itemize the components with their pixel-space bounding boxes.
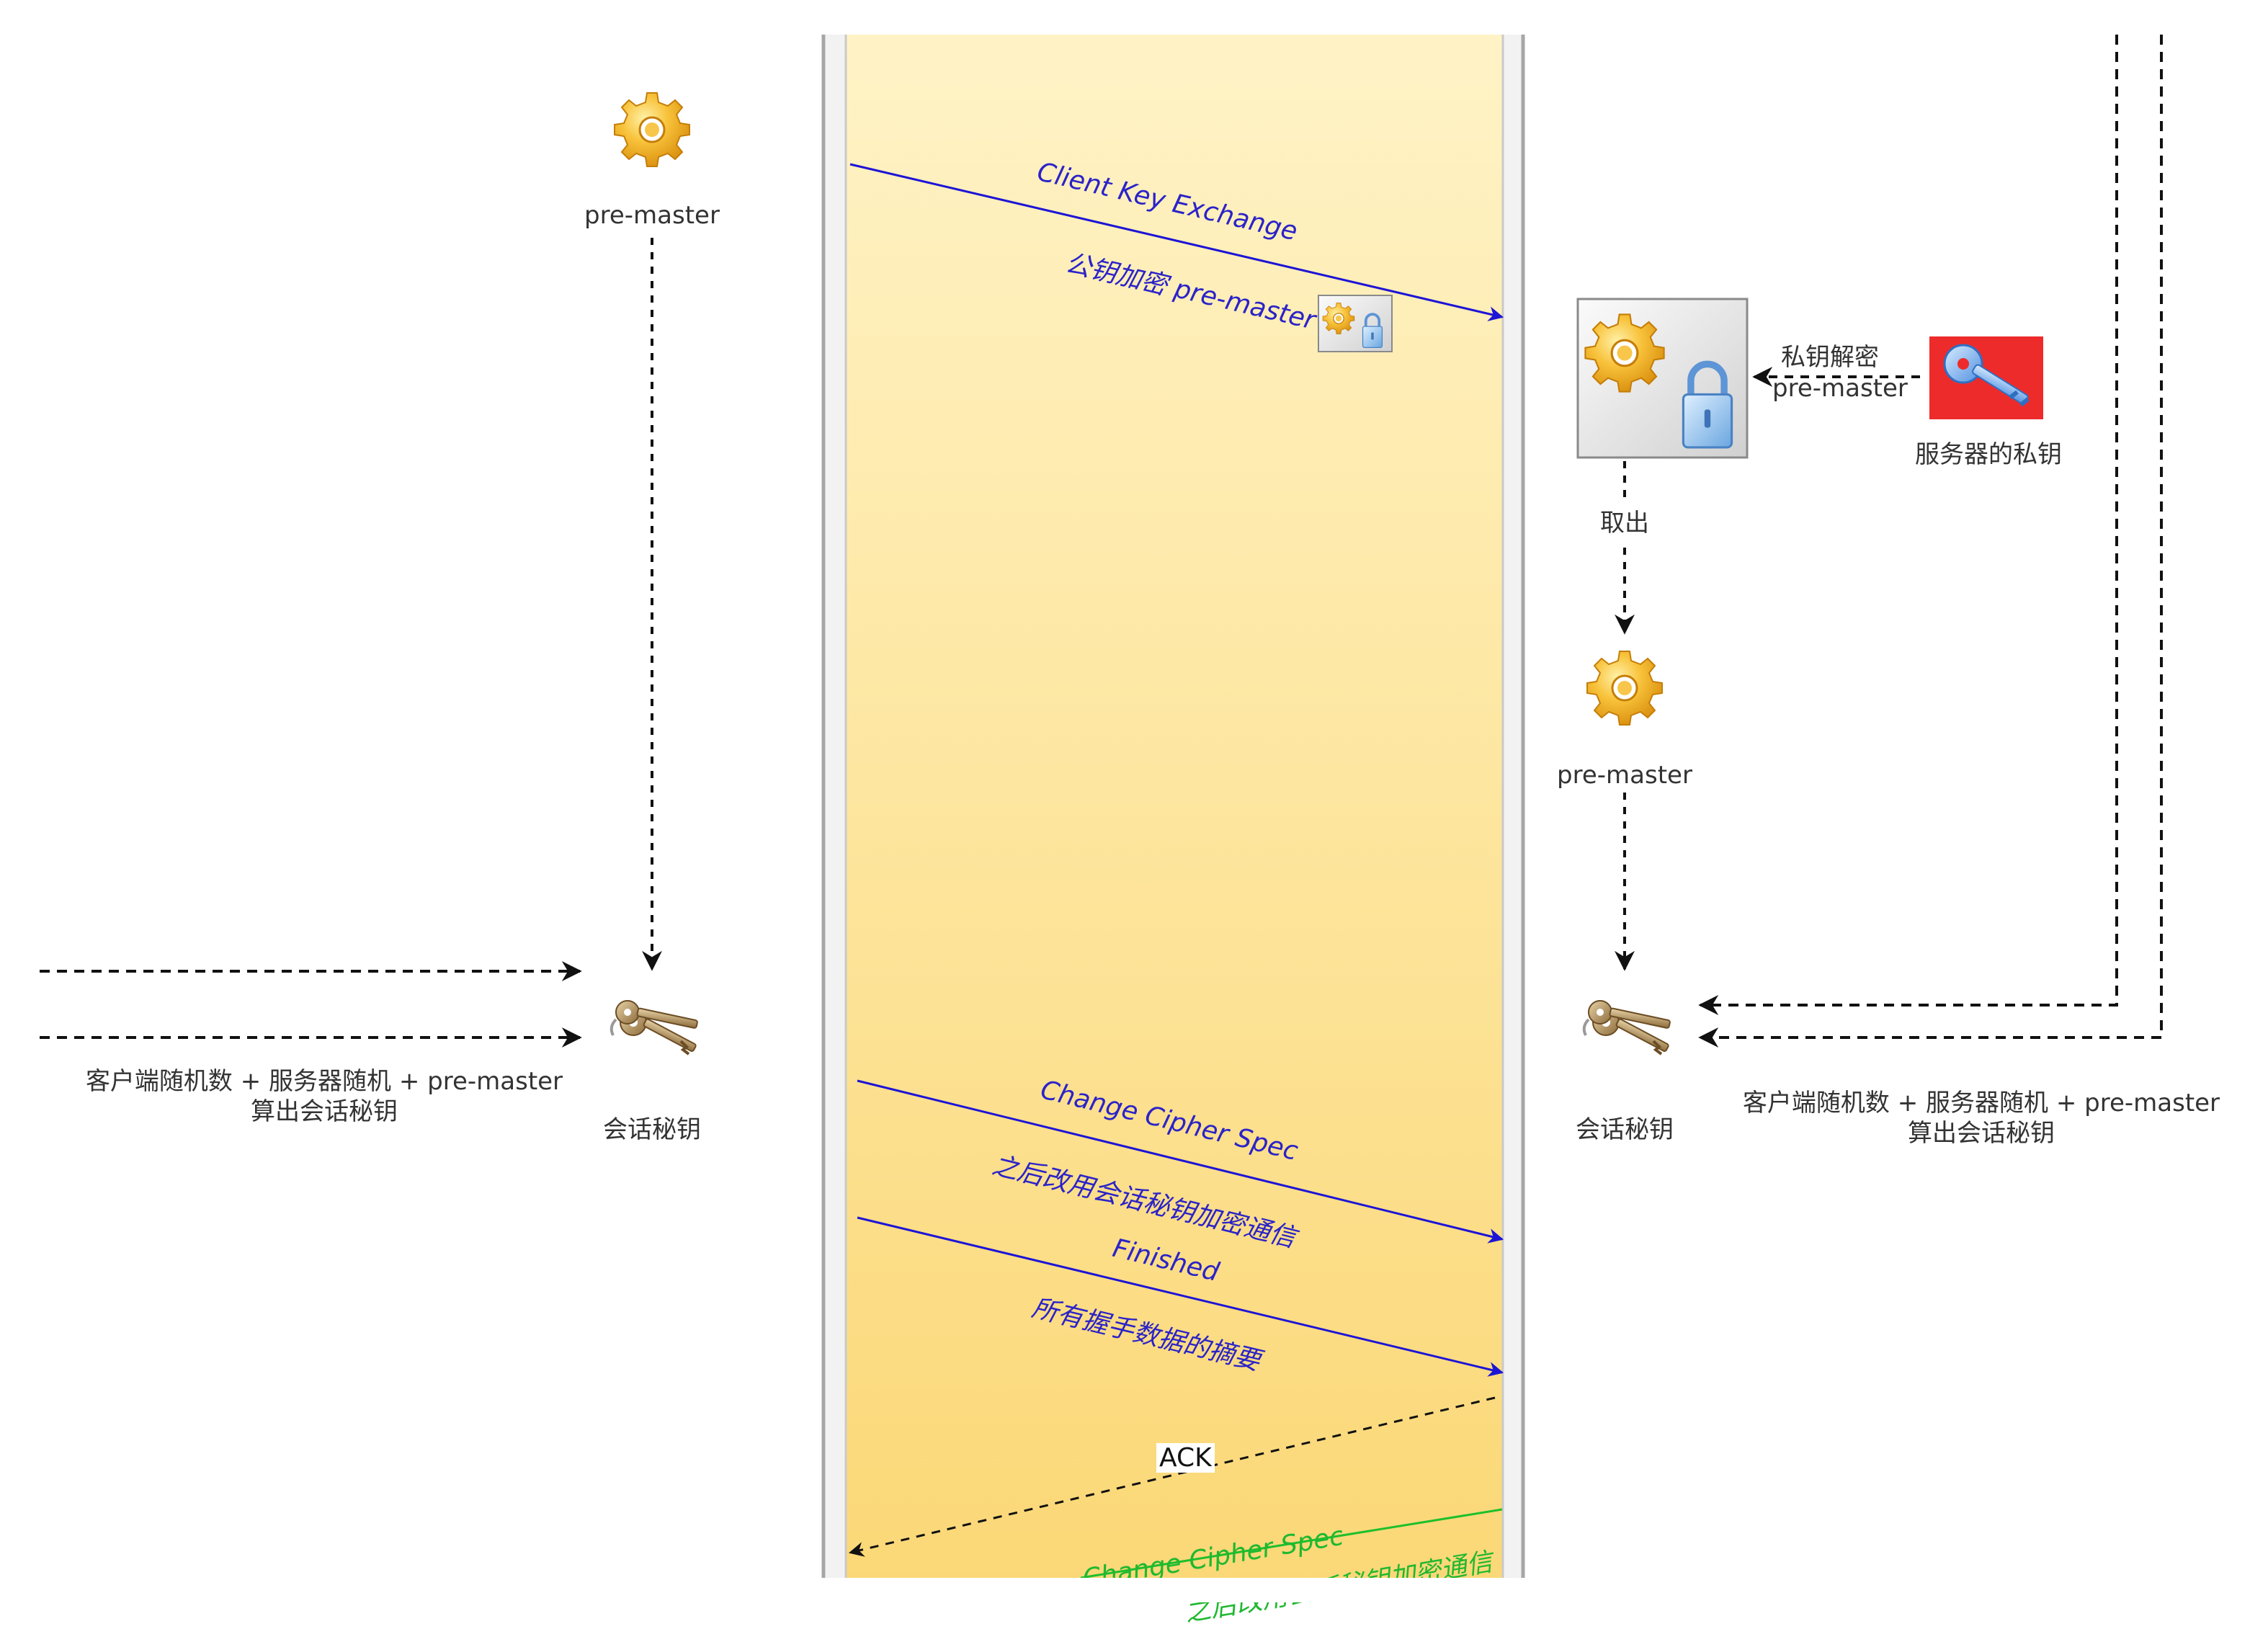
private-key-icon bbox=[1929, 336, 2043, 419]
encrypted-package-icon bbox=[1318, 295, 1393, 352]
client-formula-line1: 客户端随机数 + 服务器随机 + pre-master bbox=[85, 1067, 563, 1096]
server-formula-line2: 算出会话秘钥 bbox=[1908, 1119, 2055, 1148]
ack-label: ACK bbox=[1156, 1443, 1215, 1473]
client-key-exchange-arrow bbox=[849, 163, 1504, 321]
message-arrows bbox=[848, 163, 1504, 1579]
server-formula-line1: 客户端随机数 + 服务器随机 + pre-master bbox=[1742, 1089, 2220, 1117]
client-premaster-label: pre-master bbox=[584, 201, 720, 230]
client-session-key-icon bbox=[610, 999, 700, 1055]
server-premaster-gear-icon bbox=[1586, 650, 1664, 726]
server-premaster-label: pre-master bbox=[1557, 761, 1692, 790]
client-session-key-label: 会话秘钥 bbox=[603, 1115, 701, 1144]
decrypt-label-line1: 私钥解密 bbox=[1781, 343, 1879, 372]
client-formula-line2: 算出会话秘钥 bbox=[251, 1097, 398, 1126]
server-dashed-connectors bbox=[1698, 35, 2163, 1048]
client-premaster-gear-icon bbox=[613, 92, 691, 168]
decrypt-label-line2: pre-master bbox=[1772, 374, 1908, 403]
server-change-cipher-spec-line bbox=[1080, 1508, 1503, 1579]
bottom-crop bbox=[0, 1578, 2268, 1602]
private-key-label: 服务器的私钥 bbox=[1915, 440, 2062, 469]
change-cipher-spec-arrow bbox=[857, 1079, 1504, 1244]
take-out-label: 取出 bbox=[1600, 509, 1649, 537]
server-session-key-icon bbox=[1582, 999, 1672, 1055]
client-random-arrows bbox=[40, 961, 582, 1048]
finished-arrow bbox=[857, 1216, 1504, 1377]
encrypted-premaster-box-icon bbox=[1576, 298, 1749, 459]
server-session-key-label: 会话秘钥 bbox=[1576, 1115, 1674, 1144]
